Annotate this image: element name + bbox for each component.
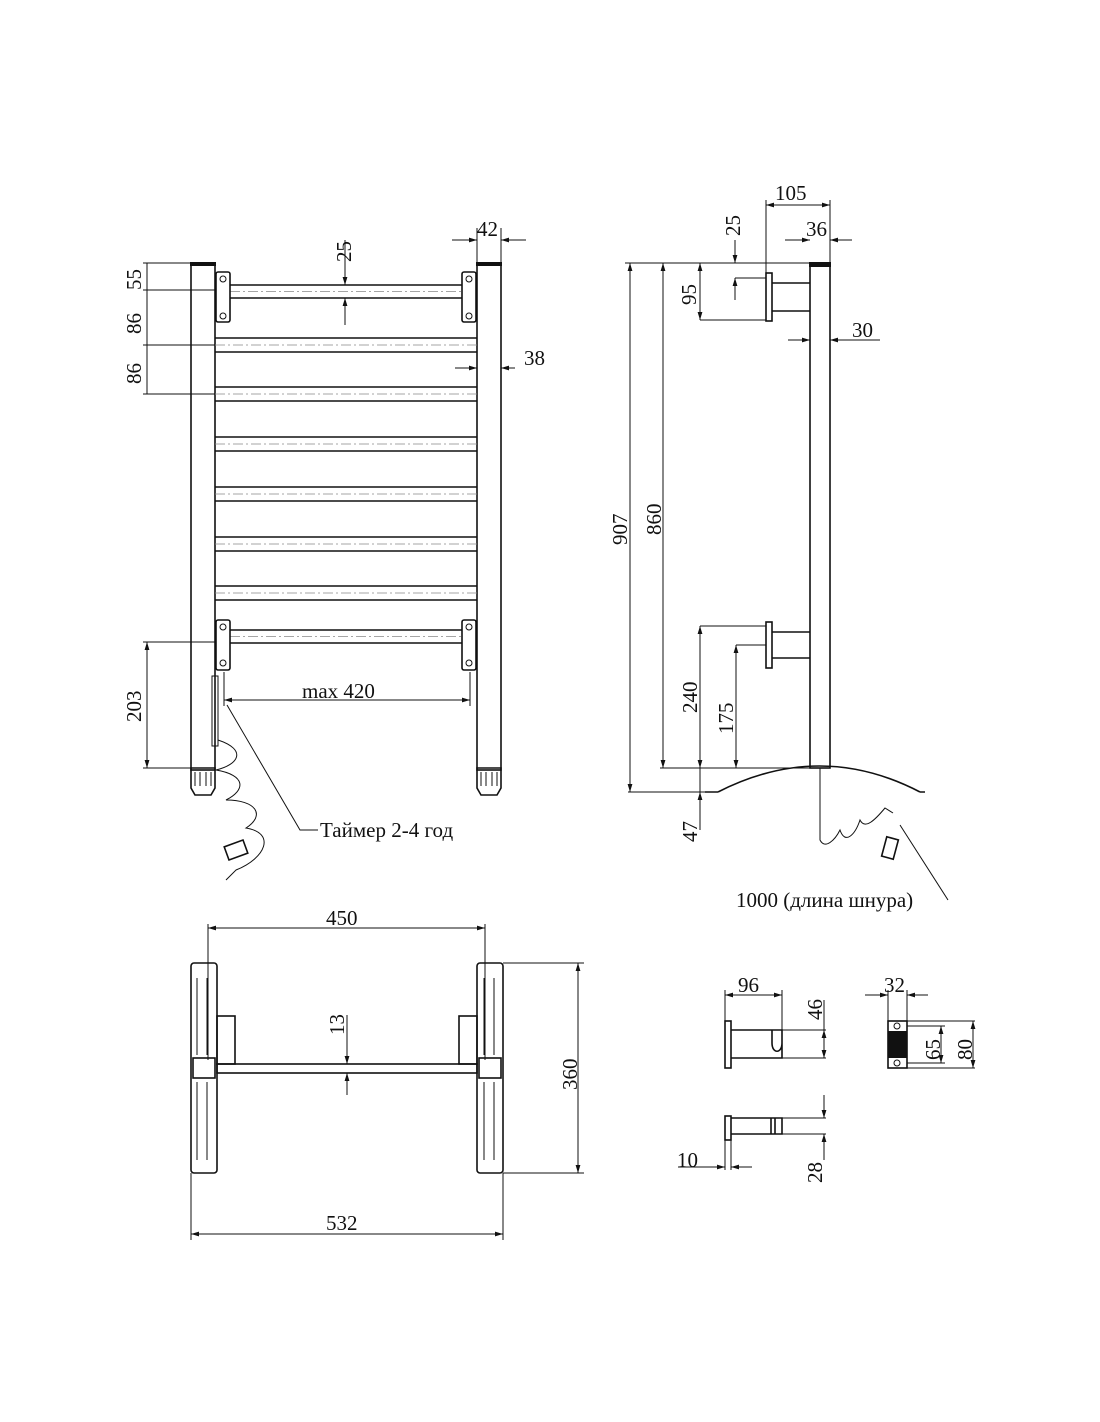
dim-86-a: 86	[122, 313, 146, 334]
front-dimensions	[143, 228, 526, 769]
top-view: 450 13 360 532	[190, 906, 584, 1240]
rail	[215, 386, 477, 402]
dim-450: 450	[326, 906, 358, 930]
dim-25-side: 25	[721, 215, 745, 236]
right-foot	[476, 962, 504, 1174]
rail	[215, 436, 477, 452]
dim-47: 47	[678, 821, 702, 842]
rails	[215, 284, 477, 644]
front-view: 55 86 86 25 42 38 203 max 420 Таймер 2-4…	[122, 217, 545, 881]
timer-label: Таймер 2-4 год	[320, 818, 453, 842]
dim-36: 36	[806, 217, 827, 241]
side-base	[705, 765, 925, 793]
dim-907: 907	[608, 514, 632, 546]
dim-860: 860	[642, 504, 666, 536]
dim-30: 30	[852, 318, 873, 342]
rail	[215, 585, 477, 601]
side-dimensions	[625, 200, 880, 830]
dim-86-b: 86	[122, 363, 146, 384]
dim-42: 42	[477, 217, 498, 241]
dim-240: 240	[678, 682, 702, 714]
rail	[215, 536, 477, 552]
dim-25: 25	[332, 241, 356, 262]
brackets	[215, 271, 477, 671]
dim-46: 46	[803, 999, 827, 1020]
rail	[215, 486, 477, 502]
dim-203: 203	[122, 691, 146, 723]
side-post	[809, 262, 831, 769]
rail	[215, 337, 477, 353]
left-post	[190, 262, 216, 771]
dim-13: 13	[325, 1014, 349, 1035]
dim-10: 10	[677, 1148, 698, 1172]
power-cord	[211, 675, 318, 881]
dim-80: 80	[953, 1039, 977, 1060]
left-foot	[190, 962, 218, 1174]
detail-views: 96 46 32 65 80 10 28	[677, 973, 977, 1183]
side-cord	[819, 768, 894, 845]
dim-65: 65	[921, 1039, 945, 1060]
detail-dimensions	[678, 990, 976, 1170]
dim-360: 360	[558, 1059, 582, 1091]
side-brackets	[765, 272, 810, 669]
dim-max-420: max 420	[302, 679, 375, 703]
top-dimensions	[190, 924, 584, 1240]
dim-55: 55	[122, 269, 146, 290]
rail	[230, 629, 462, 644]
top-rail	[216, 1063, 478, 1074]
feet	[190, 767, 502, 796]
dim-38: 38	[524, 346, 545, 370]
dim-532: 532	[326, 1211, 358, 1235]
dim-175: 175	[714, 703, 738, 735]
dim-95: 95	[677, 284, 701, 305]
dim-96: 96	[738, 973, 759, 997]
cord-length-label: 1000 (длина шнура)	[736, 888, 913, 912]
right-post	[476, 262, 502, 771]
dim-105: 105	[775, 181, 807, 205]
dim-28: 28	[803, 1162, 827, 1183]
dim-32: 32	[884, 973, 905, 997]
side-view: 105 36 25 95 30 907 860 240 175 47 1000 …	[608, 181, 949, 912]
